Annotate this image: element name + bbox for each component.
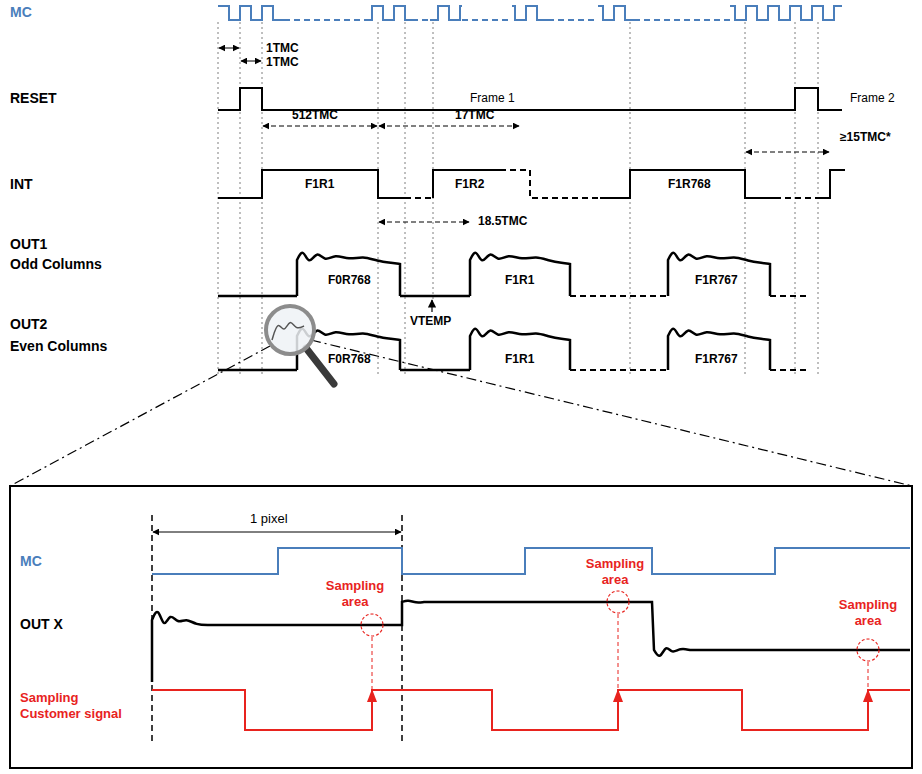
clock-waveform [598, 6, 634, 20]
row-label: F1R1 [505, 352, 534, 366]
row-label: F1R2 [455, 177, 484, 191]
analog-output-waveform [668, 329, 770, 370]
callout-label: Sampling area [831, 597, 905, 628]
dimension-arrow [263, 126, 377, 127]
sampling-area-marker [857, 639, 879, 661]
dimension-label: 17TMC [455, 108, 494, 122]
analog-output-gap [770, 369, 810, 371]
int-waveform [218, 170, 405, 198]
level-label: VTEMP [410, 314, 451, 328]
zoom-inset [10, 486, 912, 768]
clock-waveform [430, 6, 462, 20]
pixel-output-waveform [152, 601, 910, 682]
callout-label: Sampling area [578, 556, 652, 587]
pixel-width-arrow [153, 532, 401, 533]
signal-name: MC [20, 553, 42, 570]
analog-output-waveform [400, 295, 470, 298]
row-label: F0R768 [328, 352, 371, 366]
inset-frame [10, 486, 912, 768]
analog-output-gap [770, 295, 810, 297]
projection-line [311, 340, 912, 486]
waveforms [218, 6, 845, 370]
sampling-edge-arrow [863, 689, 873, 702]
int-waveform-gap [500, 170, 600, 198]
sampling-area-marker [607, 591, 629, 613]
clock-gap [462, 19, 512, 21]
dimension-arrow [219, 48, 239, 49]
frame-label: Frame 1 [470, 91, 515, 105]
signal-name: MC [10, 4, 32, 21]
dimension-arrow [241, 61, 261, 62]
frame-label: Frame 2 [850, 91, 895, 105]
dimension-arrow [746, 152, 829, 153]
row-label: F0R768 [328, 273, 371, 287]
dimension-label: 1 pixel [250, 511, 288, 527]
dimension-label: 1TMC [266, 41, 299, 55]
signal-name: OUT2 [10, 316, 47, 333]
analog-output-waveform [218, 369, 297, 372]
dimension-label: ≥15TMC* [840, 130, 891, 144]
dimension-label: 18.5TMC [478, 214, 527, 228]
row-label: F1R1 [305, 177, 334, 191]
int-waveform [433, 170, 500, 198]
int-waveform [600, 170, 775, 198]
dimension-label: 1TMC [266, 55, 299, 69]
timing-guide [433, 22, 434, 300]
dimension-arrows [219, 48, 829, 312]
sampling-leader [618, 614, 619, 700]
magnified-wave [272, 323, 304, 340]
clock-gap [284, 19, 368, 21]
clock-gap [634, 19, 730, 21]
vtemp-pointer [431, 300, 432, 312]
row-label: F1R768 [668, 177, 711, 191]
projection-line [10, 346, 270, 486]
sampling-signal [152, 690, 910, 730]
analog-output-gap [570, 369, 668, 371]
clock-waveform [218, 6, 284, 20]
row-label: F1R767 [695, 273, 738, 287]
int-waveform [820, 170, 845, 198]
signal-description: Even Columns [10, 338, 107, 355]
analog-output-waveform [297, 253, 400, 296]
signal-description: Odd Columns [10, 256, 102, 273]
int-waveform-gap [775, 197, 820, 199]
sampling-edge-arrow [367, 689, 377, 702]
analog-output-waveform [668, 253, 770, 296]
callout-label: Sampling area [318, 578, 392, 609]
analog-output-waveform [470, 253, 570, 296]
clock-waveform [730, 6, 842, 20]
clock-waveform [368, 6, 412, 20]
signal-name: Sampling Customer signal [20, 690, 132, 721]
signal-name: RESET [10, 90, 57, 107]
reset-waveform [218, 88, 842, 110]
row-label: F1R1 [505, 273, 534, 287]
analog-output-gap [570, 295, 668, 297]
signal-name: OUT X [20, 616, 63, 633]
magnifier-icon [10, 306, 912, 486]
sampling-edge-arrow [613, 689, 623, 702]
signal-name: OUT1 [10, 236, 47, 253]
clock-gap [548, 19, 598, 21]
analog-output-waveform [218, 295, 297, 298]
analog-output-waveform [470, 329, 570, 370]
row-label: F1R767 [695, 352, 738, 366]
clock-gap [412, 19, 430, 21]
dimension-label: 512TMC [292, 108, 338, 122]
dimension-arrow [379, 126, 519, 127]
clock-waveform [152, 548, 910, 574]
clock-waveform [512, 6, 548, 20]
magnifier-lens [266, 306, 314, 354]
int-waveform-gap [405, 197, 433, 199]
dimension-arrow [379, 222, 469, 223]
guide-lines [218, 22, 818, 375]
sampling-area-marker [361, 614, 383, 636]
signal-name: INT [10, 176, 33, 193]
